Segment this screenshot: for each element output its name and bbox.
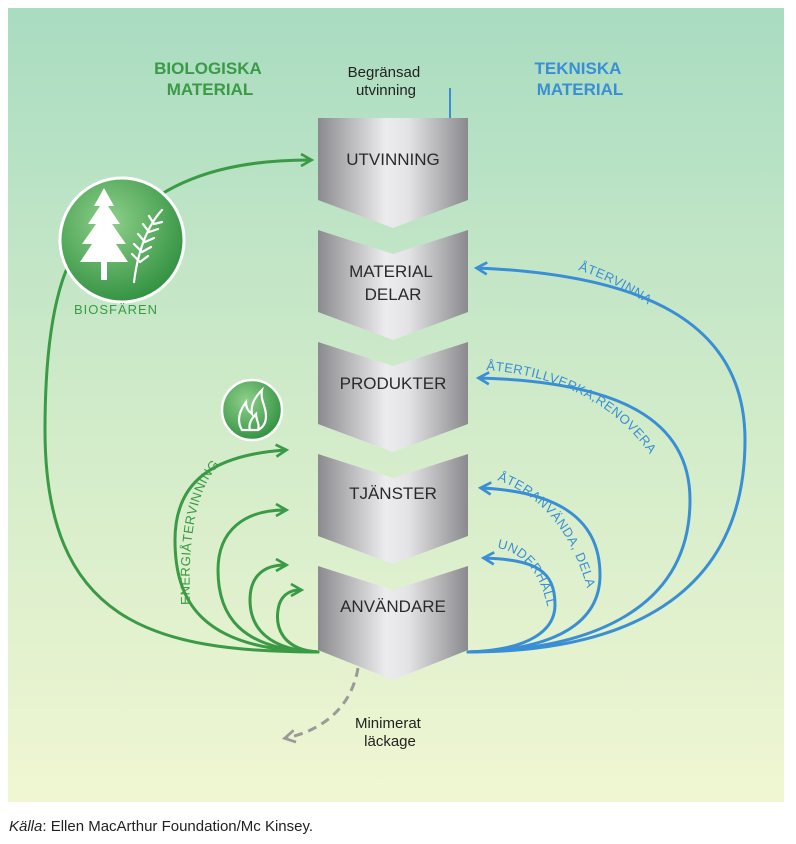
stage-utvinning: UTVINNING [346, 150, 440, 169]
leakage-label: Minimerat läckage [355, 715, 425, 750]
atertillverka-arrow [466, 371, 692, 654]
technical-header: TEKNISKA MATERIAL [535, 59, 626, 99]
stage-column [318, 118, 468, 680]
leakage-arrow [281, 667, 360, 744]
biosphere-loop-arrow [43, 243, 320, 654]
ateranvanda-arrow [466, 481, 602, 654]
tree-icon [80, 188, 128, 280]
biosphere-label: BIOSFÄREN [74, 302, 158, 317]
biosphere-to-extraction-arrow [158, 152, 315, 197]
source-text: : Ellen MacArthur Foundation/Mc Kinsey. [42, 818, 314, 835]
bio-loop-arrow-3 [248, 557, 320, 654]
atervinna-arrow [466, 261, 747, 654]
stage-tjanster: TJÄNSTER [349, 484, 437, 503]
flame-badge [220, 378, 284, 442]
underhall-arrow [466, 551, 557, 654]
wheat-icon [130, 208, 164, 284]
stage-anvandare: ANVÄNDARE [340, 597, 446, 616]
biosphere-badge [58, 176, 186, 304]
bio-loop-arrow-4 [275, 582, 320, 654]
stage-material-delar: MATERIAL DELAR [349, 262, 437, 304]
bio-loop-arrow-2 [216, 502, 320, 654]
stage-produkter: PRODUKTER [340, 374, 447, 393]
source-caption: Källa: Ellen MacArthur Foundation/Mc Kin… [9, 818, 313, 835]
limited-extraction-label: Begränsad utvinning [348, 64, 425, 99]
biological-header: BIOLOGISKA MATERIAL [154, 59, 266, 99]
source-prefix: Källa [9, 818, 43, 835]
energy-recovery-arrow [173, 443, 320, 654]
flame-icon [237, 386, 268, 432]
